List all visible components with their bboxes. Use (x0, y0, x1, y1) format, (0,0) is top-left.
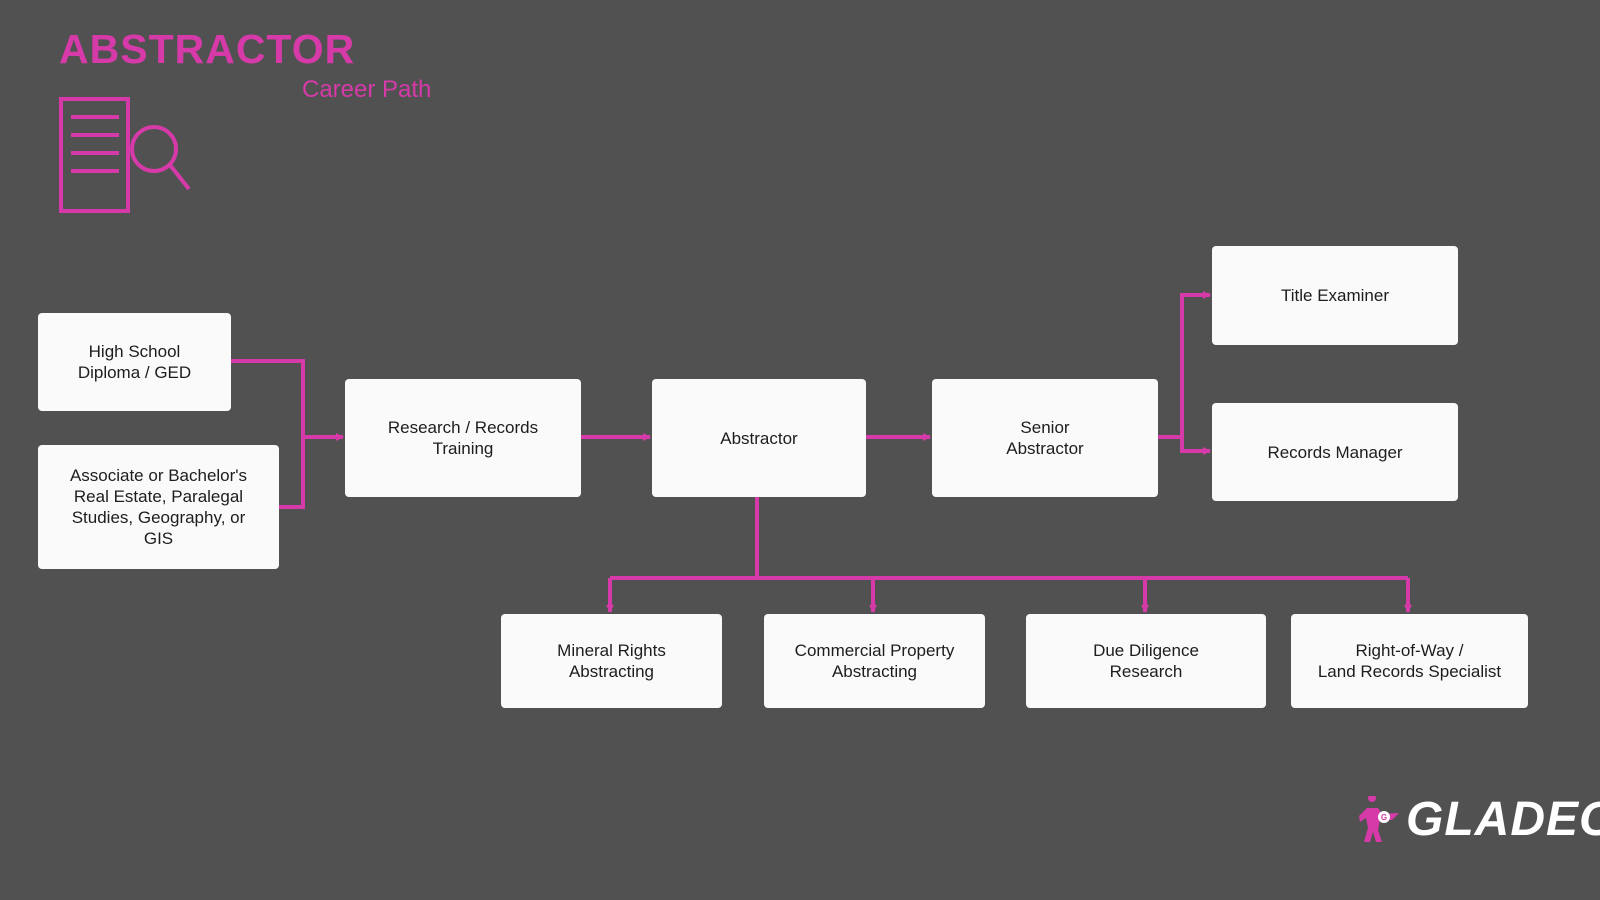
document-magnifier-icon (59, 97, 191, 213)
logo-wordmark: GLADEO (1406, 793, 1600, 846)
node-abstractor: Abstractor (652, 379, 866, 497)
node-due-diligence: Due Diligence Research (1026, 614, 1266, 708)
mascot-letter: G (1381, 813, 1387, 822)
node-degree: Associate or Bachelor's Real Estate, Par… (38, 445, 279, 569)
page-subtitle: Career Path (302, 76, 432, 103)
node-senior-abstractor: Senior Abstractor (932, 379, 1158, 497)
node-records-manager: Records Manager (1212, 403, 1458, 501)
gladeo-logo: G GLADEO ® (1358, 796, 1600, 844)
node-right-of-way: Right-of-Way / Land Records Specialist (1291, 614, 1528, 708)
page-title: ABSTRACTOR (59, 26, 356, 72)
node-commercial-property: Commercial Property Abstracting (764, 614, 985, 708)
node-mineral-rights: Mineral Rights Abstracting (501, 614, 722, 708)
node-research-training: Research / Records Training (345, 379, 581, 497)
node-title-examiner: Title Examiner (1212, 246, 1458, 345)
node-high-school: High School Diploma / GED (38, 313, 231, 411)
superhero-mascot-icon: G (1359, 796, 1399, 842)
